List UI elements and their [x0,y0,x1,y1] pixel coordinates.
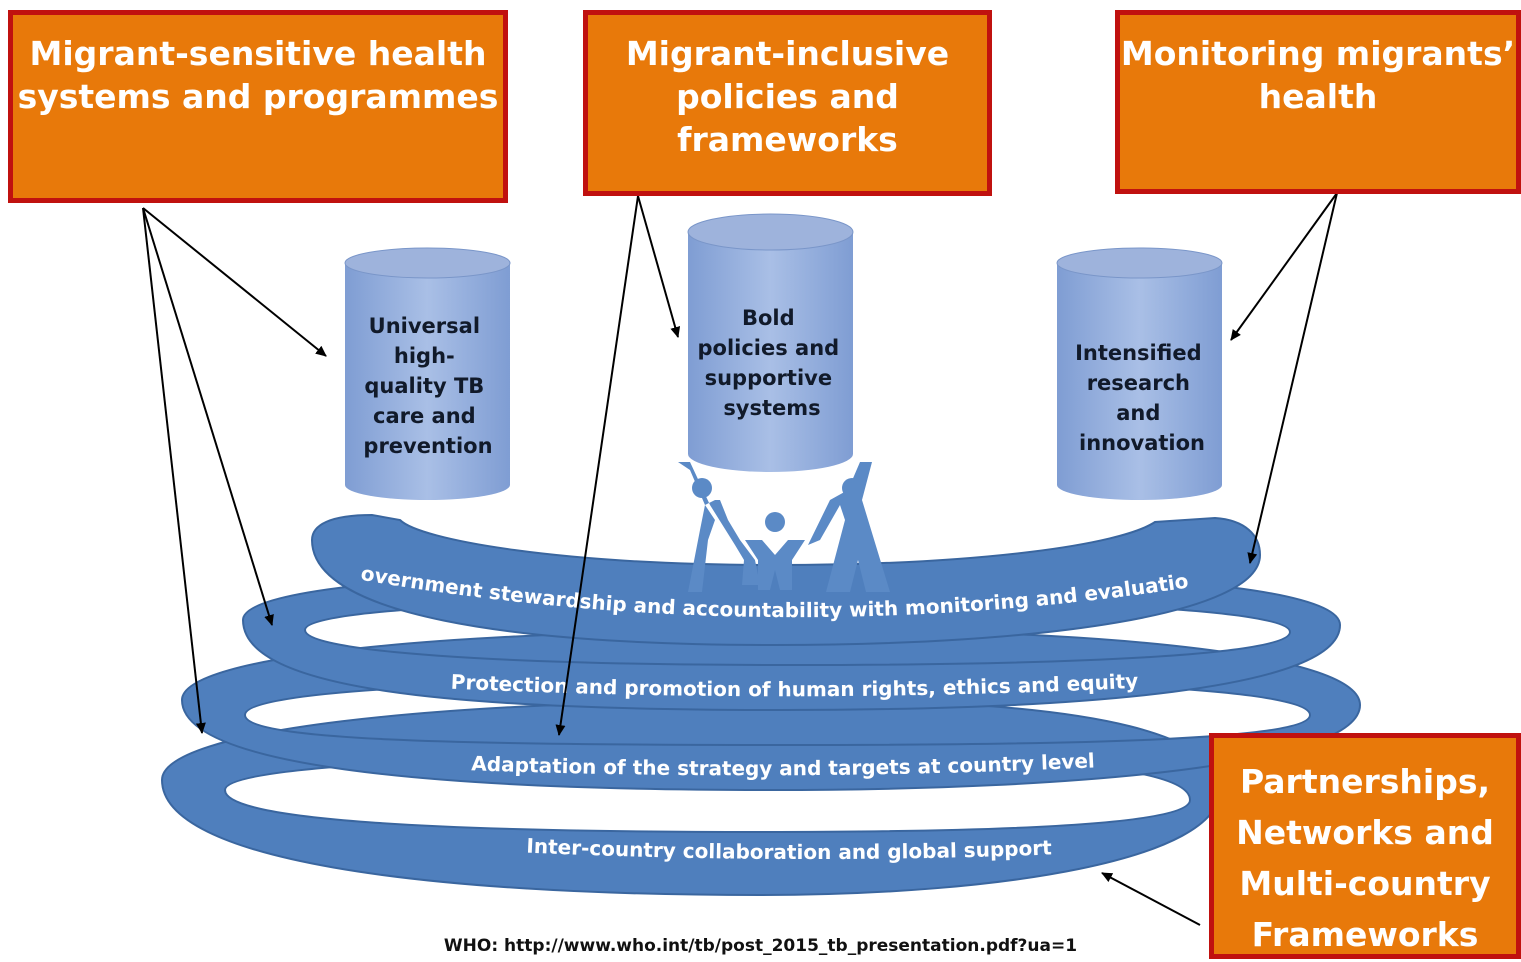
pillar-center-label: Bold policies and supportive systems [697,306,846,420]
arrow-policies-to-pillar-center [637,195,681,338]
pillar-left: Universal high- quality TB care and prev… [344,247,511,500]
pillar-left-label: Universal high- quality TB care and prev… [363,314,492,458]
arrow-health-to-ring2 [142,207,274,626]
box-policies: Migrant-inclusive policies and framework… [583,10,992,196]
arrow-monitoring-to-ring1 [1247,192,1338,564]
box-monitoring: Monitoring migrants’ health [1115,10,1521,194]
box-partnerships-text: Partnerships, Networks and Multi-country… [1236,762,1494,955]
connector-arrows [142,192,1338,926]
arrow-monitoring-to-pillar-right [1230,192,1338,341]
pillar-center: Bold policies and supportive systems [687,213,854,472]
pillar-right: Intensified research and innovation [1056,247,1223,500]
arrow-partnerships-to-ring4 [1101,872,1201,926]
pillar-right-label: Intensified research and innovation [1075,341,1209,455]
arrow-health-to-ring3 [142,207,206,734]
box-health-systems-text: Migrant-sensitive health systems and pro… [17,34,499,116]
box-monitoring-text: Monitoring migrants’ health [1120,34,1516,116]
arrow-policies-to-ring3 [555,195,639,736]
ring-inter-country [160,698,1222,897]
box-health-systems: Migrant-sensitive health systems and pro… [8,10,508,203]
arrow-health-to-pillar-left [142,207,327,357]
people-holding-pillar-icon [678,462,890,592]
box-policies-text: Migrant-inclusive policies and framework… [625,34,950,159]
source-citation: WHO: http://www.who.int/tb/post_2015_tb_… [443,936,1078,956]
box-partnerships: Partnerships, Networks and Multi-country… [1209,733,1521,959]
